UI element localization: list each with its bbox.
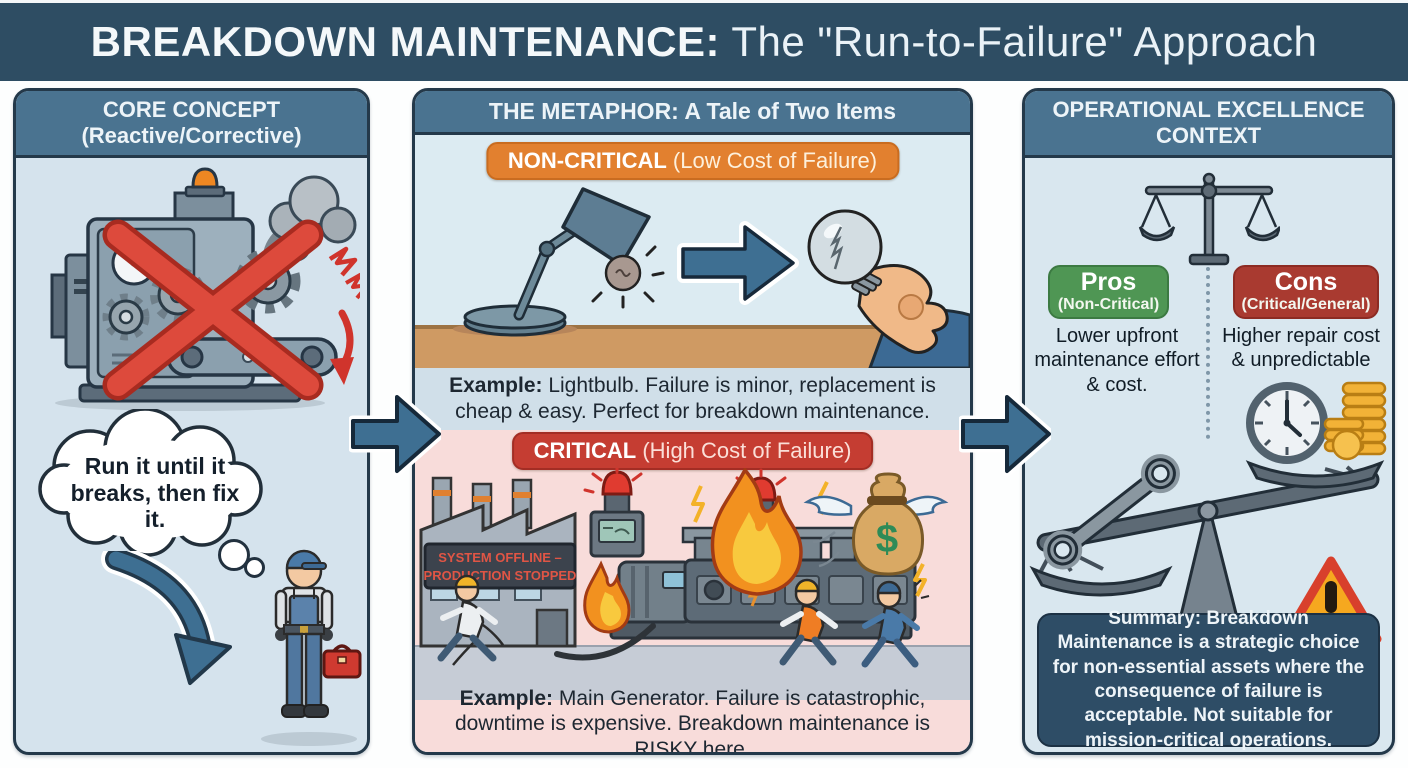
balance-scale-icon: [1138, 172, 1280, 266]
context-title-line2: CONTEXT: [1155, 123, 1262, 148]
context-title-line1: OPERATIONAL EXCELLENCE: [1052, 96, 1365, 122]
right-pan: [1245, 460, 1385, 489]
curved-down-arrow-icon: [101, 551, 232, 685]
cons-sublabel: (Critical/General): [1241, 295, 1371, 313]
dollar-icon: $: [876, 517, 898, 561]
spark-icon: [328, 246, 360, 300]
clock-icon: [1246, 382, 1328, 464]
new-bulb-icon: [807, 209, 883, 285]
critical-badge-label: CRITICAL: [533, 438, 637, 463]
desk-lamp-icon: [463, 187, 665, 337]
example-text: Main Generator. Failure is catastrophic,…: [454, 686, 931, 755]
cons-text: Higher repair cost & unpredictable: [1222, 325, 1380, 372]
flying-money-bag-icon: $: [803, 472, 949, 576]
pros-badge: Pros (Non-Critical): [1048, 265, 1169, 319]
toolbox-icon: [322, 644, 362, 679]
example-text: Lightbulb. Failure is minor, replacement…: [455, 374, 936, 423]
running-worker: [861, 579, 930, 668]
bubble-trail-circle: [244, 557, 265, 578]
hand-with-new-bulb: [807, 209, 970, 368]
non-critical-badge: NON-CRITICAL (Low Cost of Failure): [485, 142, 900, 180]
page-title-subtitle: The "Run-to-Failure" Approach: [719, 18, 1318, 65]
panel-core-concept: CORE CONCEPT (Reactive/Corrective): [13, 88, 370, 755]
broken-machine-illustration: [50, 167, 360, 411]
pros-sublabel: (Non-Critical): [1057, 295, 1160, 313]
critical-badge: CRITICAL (High Cost of Failure): [511, 432, 874, 470]
warning-light-icon: [191, 167, 219, 189]
core-concept-header: CORE CONCEPT (Reactive/Corrective): [16, 91, 367, 158]
non-critical-example: Example: Lightbulb. Failure is minor, re…: [415, 368, 970, 430]
non-critical-badge-sub: (Low Cost of Failure): [666, 148, 878, 173]
core-concept-title-line2: (Reactive/Corrective): [81, 123, 302, 148]
gear-icon: [102, 293, 150, 341]
page-title: BREAKDOWN MAINTENANCE:: [90, 18, 720, 65]
running-worker: [779, 578, 838, 666]
system-offline-sign: SYSTEM OFFLINE – PRODUCTION STOPPED: [423, 542, 577, 590]
sign-line-2: PRODUCTION STOPPED: [424, 568, 577, 583]
non-critical-badge-label: NON-CRITICAL: [507, 148, 667, 173]
pros-text: Lower upfront maintenance effort & cost.: [1034, 325, 1200, 396]
right-arrow-icon: [677, 221, 799, 305]
coins-icon: [1323, 381, 1387, 461]
summary-text: Breakdown Maintenance is a strategic cho…: [1052, 608, 1365, 751]
fire-icon: [710, 468, 803, 596]
red-x-icon: [102, 219, 324, 401]
flow-arrow-icon: [959, 391, 1051, 477]
pros-cons-divider: [1206, 267, 1210, 439]
fire-icon: [583, 560, 631, 634]
panel-metaphor: THE METAPHOR: A Tale of Two Items NON-CR…: [412, 88, 973, 755]
metaphor-title: THE METAPHOR: A Tale of Two Items: [488, 98, 897, 124]
cons-badge: Cons (Critical/General): [1233, 265, 1379, 319]
thought-bubble: [38, 409, 263, 557]
alarm-beacon-icon: [583, 468, 645, 558]
technician-illustration: [261, 549, 362, 746]
metaphor-header: THE METAPHOR: A Tale of Two Items: [415, 91, 970, 135]
summary-label: Summary:: [1108, 608, 1202, 630]
context-header: OPERATIONAL EXCELLENCE CONTEXT: [1025, 91, 1392, 158]
burning-generator-scene: SYSTEM OFFLINE – PRODUCTION STOPPED: [415, 468, 970, 700]
running-worker: [437, 574, 505, 666]
cons-label: Cons: [1274, 268, 1338, 296]
wrench-icon: [1043, 454, 1180, 570]
core-concept-title-line1: CORE CONCEPT: [102, 96, 281, 122]
example-label: Example:: [449, 374, 543, 398]
critical-example: Example: Main Generator. Failure is cata…: [415, 687, 970, 752]
critical-badge-sub: (High Cost of Failure): [636, 438, 852, 463]
example-label: Example:: [459, 686, 554, 710]
panel-operational-excellence: OPERATIONAL EXCELLENCE CONTEXT Pros (Non…: [1022, 88, 1395, 755]
summary-box: Summary: Breakdown Maintenance is a stra…: [1037, 608, 1380, 751]
sign-line-1: SYSTEM OFFLINE –: [438, 550, 562, 565]
thought-bubble-text: Run it until it breaks, then fix it.: [70, 453, 240, 533]
flow-arrow-icon: [349, 391, 441, 477]
title-bar: BREAKDOWN MAINTENANCE: The "Run-to-Failu…: [0, 0, 1408, 81]
pros-label: Pros: [1080, 268, 1137, 296]
lightbulb-scene: [415, 187, 970, 368]
breakdown-arrow-icon: [330, 309, 354, 385]
